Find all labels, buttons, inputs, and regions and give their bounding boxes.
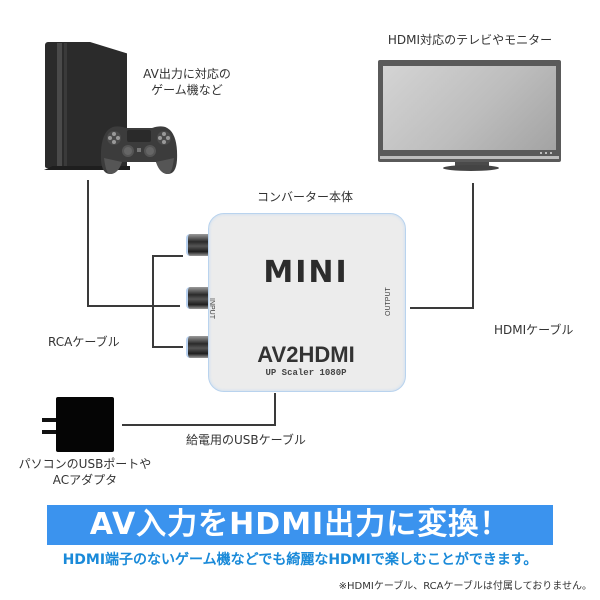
tv-stand-neck [455,162,489,166]
console-cable-horizontal [87,305,180,307]
converter-output-label: OUTPUT [385,287,392,316]
usb-cable-vertical [274,393,276,426]
rca-bracket-vertical [152,255,154,348]
headline-banner: AV入力をHDMI出力に変換！ [47,505,553,545]
usb-cable-label: 給電用のUSBケーブル [186,433,306,447]
rca-jack-icon [186,287,210,309]
converter-brand: MINI [263,255,349,290]
converter-model: AV2HDMI [257,342,355,367]
converter-body [208,213,406,392]
console-base [44,166,130,170]
adapter-prong [42,430,58,434]
adapter-prong [42,418,58,422]
tv-indicator-dot [540,152,542,154]
converter-label: コンバーター本体 [256,190,353,204]
console-stripe [57,43,62,167]
power-source-line2: ACアダプタ [52,473,118,487]
rca-cable-label: RCAケーブル [48,335,120,349]
console-label-line1: AV出力に対応の [143,67,231,81]
rca-jack-icon [186,336,210,358]
tv-indicator-dot [550,152,552,154]
rca-bracket-top [152,255,183,257]
gamepad-icon [100,126,178,174]
rca-bracket-bottom [152,346,183,348]
rca-jack-icon [186,234,210,256]
hdmi-cable-horizontal [410,307,474,309]
tv-label: HDMI対応のテレビやモニター [387,33,553,47]
tv-bottom-bezel [380,156,559,159]
converter-input-label: INPUT [208,298,215,319]
disclaimer-note: ※HDMIケーブル、RCAケーブルは付属しておりません。 [338,581,592,592]
power-source-line1: パソコンのUSBポートや [18,457,152,471]
console-label: AV出力に対応の ゲーム機など [128,66,246,98]
tv-screen [383,66,556,150]
power-source-label: パソコンのUSBポートや ACアダプタ [0,456,170,488]
subline-text: HDMI端子のないゲーム機などでも綺麗なHDMIで楽しむことができます。 [62,552,538,568]
power-adapter-icon [56,397,114,452]
hdmi-cable-label: HDMIケーブル [494,323,574,337]
console-stripe [64,43,67,167]
converter-subtitle: UP Scaler 1080P [265,368,347,378]
tv-stand-base [443,165,499,171]
console-label-line2: ゲーム機など [151,83,223,97]
usb-cable-horizontal [122,424,276,426]
hdmi-cable-vertical [472,183,474,309]
tv-indicator-dot [545,152,547,154]
console-cable-vertical [87,180,89,307]
